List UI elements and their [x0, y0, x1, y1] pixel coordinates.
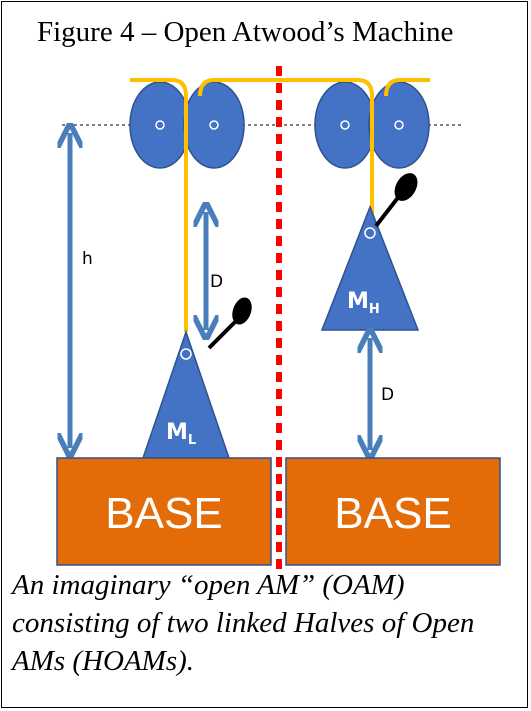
right-pulley-outer-axle	[394, 120, 404, 130]
left-base	[56, 457, 272, 566]
right-base	[285, 457, 501, 566]
left-base-label: BASE	[105, 489, 222, 538]
figure-title: Figure 4 – Open Atwood’s Machine	[37, 16, 454, 48]
top-rope	[198, 78, 374, 230]
light-mass-hook	[180, 348, 192, 360]
right-distance-label: D	[381, 385, 394, 405]
left-distance-label: D	[210, 272, 223, 292]
right-lever	[374, 193, 402, 228]
figure-caption: An imaginary “open AM” (OAM) consisting …	[12, 569, 475, 677]
right-pulley-inner-axle	[340, 120, 350, 130]
heavy-mass-label: MH	[347, 289, 380, 317]
height-label: h	[82, 249, 93, 269]
right-lever-weight	[394, 173, 418, 201]
left-pulley-outer-axle	[155, 120, 165, 130]
left-pulley-inner-axle	[209, 120, 219, 130]
right-rope	[384, 78, 430, 97]
heavy-mass-hook	[364, 227, 376, 239]
left-lever	[207, 317, 240, 350]
light-mass-label: ML	[166, 420, 196, 448]
left-lever-weight	[232, 297, 252, 325]
right-base-label: BASE	[334, 489, 451, 538]
left-rope	[130, 78, 188, 332]
